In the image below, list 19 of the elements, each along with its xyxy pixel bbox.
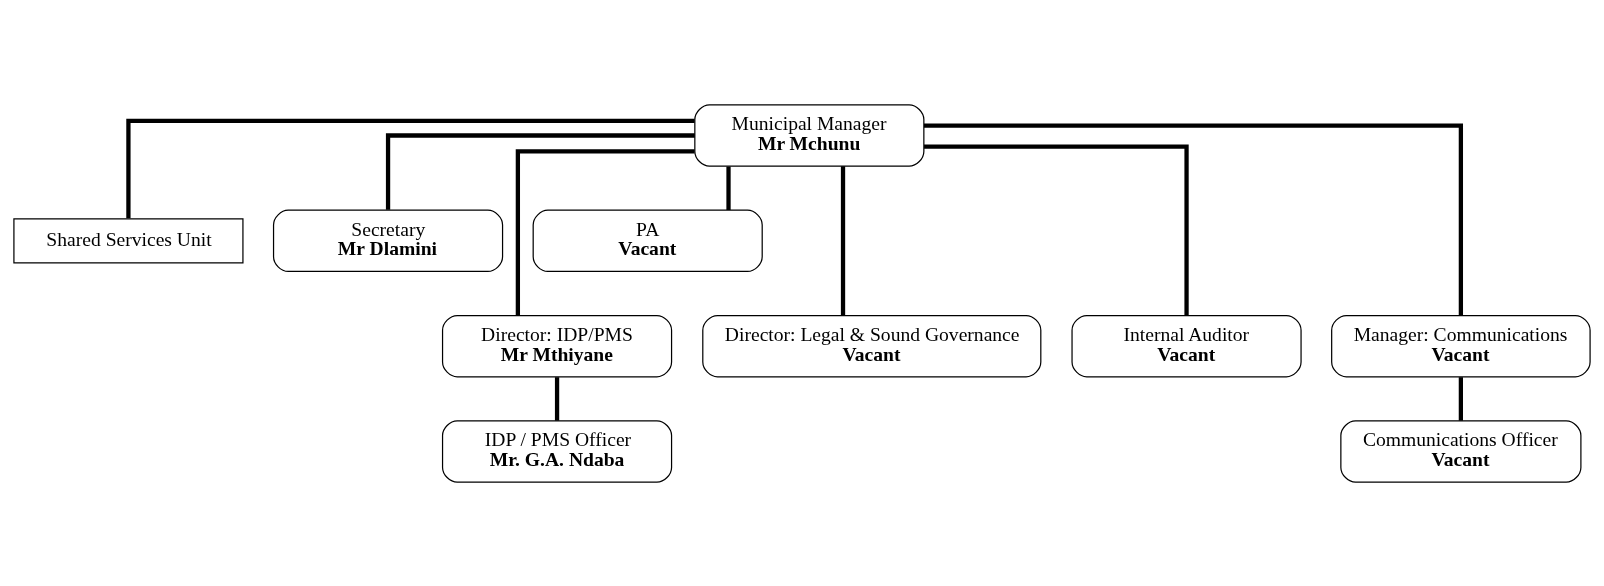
connector [515, 148, 695, 315]
connector [923, 123, 1464, 315]
node-box: Secretary Mr Dlamini [272, 209, 504, 272]
node-box: PA Vacant [532, 209, 763, 272]
node-box: Director: Legal & Sound Governance Vacant [702, 314, 1042, 377]
node-box: Shared Services Unit [13, 217, 244, 263]
connector [924, 143, 1189, 315]
connector [726, 166, 731, 210]
node-box: Director: IDP/PMS Mr Mthiyane [441, 314, 673, 377]
node-box: Communications Officer Vacant [1340, 419, 1582, 483]
connector [385, 132, 695, 210]
connector [554, 376, 560, 421]
connector [840, 165, 846, 315]
node-box: Manager: Communications Vacant [1331, 314, 1591, 377]
node-box: IDP / PMS Officer Mr. G.A. Ndaba [441, 419, 673, 483]
node-box: Internal Auditor Vacant [1071, 314, 1302, 377]
connector [126, 118, 695, 218]
connector [1458, 376, 1464, 421]
node-box: Municipal Manager Mr Mchunu [694, 103, 925, 167]
